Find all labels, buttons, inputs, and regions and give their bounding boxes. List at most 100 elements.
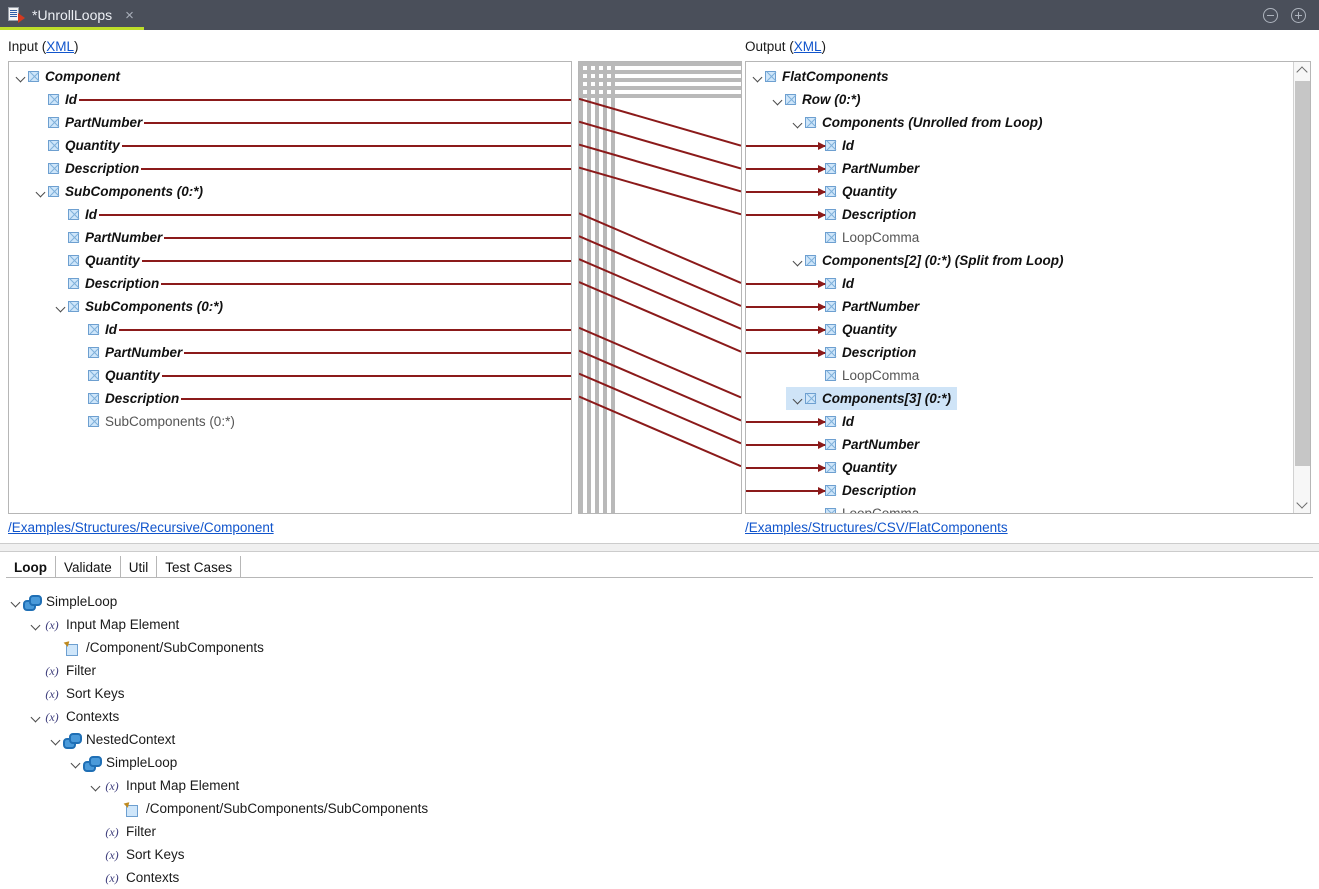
chevron-down-icon[interactable] [10, 590, 23, 613]
element-checkbox-icon[interactable] [825, 416, 836, 427]
chevron-down-icon[interactable] [55, 295, 68, 318]
output-tree-row[interactable]: LoopComma [746, 364, 919, 387]
element-checkbox-icon[interactable] [805, 255, 816, 266]
input-tree-row[interactable]: Component [9, 65, 120, 88]
element-checkbox-icon[interactable] [805, 393, 816, 404]
input-tree-row[interactable]: Quantity [9, 134, 120, 157]
input-tree-row[interactable]: Description [9, 387, 179, 410]
input-tree-row[interactable]: PartNumber [9, 341, 182, 364]
output-xml-link[interactable]: XML [793, 39, 822, 54]
element-checkbox-icon[interactable] [765, 71, 776, 82]
loop-tree-row[interactable]: SimpleLoop [0, 590, 117, 613]
input-tree-row[interactable]: SubComponents (0:*) [9, 295, 223, 318]
element-checkbox-icon[interactable] [825, 439, 836, 450]
element-checkbox-icon[interactable] [88, 393, 99, 404]
element-checkbox-icon[interactable] [48, 117, 59, 128]
element-checkbox-icon[interactable] [825, 140, 836, 151]
chevron-down-icon[interactable] [30, 705, 43, 728]
element-checkbox-icon[interactable] [825, 209, 836, 220]
loop-tree-row[interactable]: (x)Filter [0, 820, 156, 843]
input-tree-row[interactable]: Description [9, 157, 139, 180]
chevron-down-icon[interactable] [792, 111, 805, 134]
element-checkbox-icon[interactable] [825, 485, 836, 496]
mapping-canvas[interactable] [578, 61, 742, 514]
scroll-up-icon[interactable] [1294, 62, 1310, 79]
chevron-down-icon[interactable] [30, 613, 43, 636]
output-tree-row[interactable]: Components[2] (0:*) (Split from Loop) [746, 249, 1063, 272]
loop-tree-row[interactable]: (x)Sort Keys [0, 682, 124, 705]
output-tree-scrollbar[interactable] [1293, 62, 1310, 513]
output-tree-row[interactable]: PartNumber [746, 433, 919, 456]
element-checkbox-icon[interactable] [825, 301, 836, 312]
chevron-down-icon[interactable] [772, 88, 785, 111]
chevron-down-icon[interactable] [50, 728, 63, 751]
element-checkbox-icon[interactable] [805, 117, 816, 128]
output-tree-row[interactable]: Id [746, 134, 854, 157]
output-tree-row[interactable]: LoopComma [746, 502, 919, 513]
element-checkbox-icon[interactable] [825, 186, 836, 197]
chevron-down-icon[interactable] [792, 387, 805, 410]
element-checkbox-icon[interactable] [88, 416, 99, 427]
element-checkbox-icon[interactable] [825, 232, 836, 243]
output-tree-row[interactable]: PartNumber [746, 157, 919, 180]
element-checkbox-icon[interactable] [48, 94, 59, 105]
input-xml-link[interactable]: XML [46, 39, 75, 54]
tab-loop[interactable]: Loop [6, 556, 56, 578]
element-checkbox-icon[interactable] [825, 370, 836, 381]
output-tree-row[interactable]: Components (Unrolled from Loop) [746, 111, 1042, 134]
element-checkbox-icon[interactable] [68, 301, 79, 312]
loop-tree-row[interactable]: (x)Contexts [0, 866, 179, 889]
element-checkbox-icon[interactable] [88, 324, 99, 335]
maximize-icon[interactable] [1291, 7, 1306, 23]
input-tree-row[interactable]: PartNumber [9, 111, 142, 134]
input-tree-row[interactable]: SubComponents (0:*) [9, 410, 235, 433]
input-tree-row[interactable]: Id [9, 88, 77, 111]
loop-tree-row[interactable]: (x)Sort Keys [0, 843, 184, 866]
document-tab-unrollloops[interactable]: *UnrollLoops × [0, 0, 144, 30]
element-checkbox-icon[interactable] [68, 255, 79, 266]
minimize-icon[interactable] [1263, 7, 1278, 23]
chevron-down-icon[interactable] [15, 65, 28, 88]
element-checkbox-icon[interactable] [68, 232, 79, 243]
element-checkbox-icon[interactable] [68, 209, 79, 220]
element-checkbox-icon[interactable] [68, 278, 79, 289]
loop-tree-row[interactable]: /Component/SubComponents/SubComponents [0, 797, 428, 820]
tab-validate[interactable]: Validate [56, 556, 121, 578]
input-tree-row[interactable]: SubComponents (0:*) [9, 180, 203, 203]
input-tree-row[interactable]: PartNumber [9, 226, 162, 249]
chevron-down-icon[interactable] [35, 180, 48, 203]
loop-tree-row[interactable]: (x)Input Map Element [0, 613, 179, 636]
chevron-down-icon[interactable] [752, 65, 765, 88]
loop-tree-row[interactable]: (x)Input Map Element [0, 774, 239, 797]
output-tree-row[interactable]: Description [746, 479, 916, 502]
input-structure-path-link[interactable]: /Examples/Structures/Recursive/Component [8, 520, 274, 535]
close-icon[interactable]: × [125, 6, 134, 24]
output-structure-path-link[interactable]: /Examples/Structures/CSV/FlatComponents [745, 520, 1008, 535]
element-checkbox-icon[interactable] [48, 140, 59, 151]
element-checkbox-icon[interactable] [825, 347, 836, 358]
output-tree-row[interactable]: LoopComma [746, 226, 919, 249]
scrollbar-thumb[interactable] [1295, 81, 1310, 466]
loop-tree-row[interactable]: NestedContext [0, 728, 175, 751]
input-tree-row[interactable]: Quantity [9, 364, 160, 387]
input-tree-row[interactable]: Id [9, 203, 97, 226]
loop-tree-row[interactable]: SimpleLoop [0, 751, 177, 774]
element-checkbox-icon[interactable] [825, 278, 836, 289]
loop-tree-row[interactable]: /Component/SubComponents [0, 636, 264, 659]
element-checkbox-icon[interactable] [785, 94, 796, 105]
tab-util[interactable]: Util [121, 556, 158, 578]
input-tree-row[interactable]: Description [9, 272, 159, 295]
tab-test-cases[interactable]: Test Cases [157, 556, 242, 578]
loop-tree-row[interactable]: (x)Filter [0, 659, 96, 682]
element-checkbox-icon[interactable] [825, 324, 836, 335]
chevron-down-icon[interactable] [90, 774, 103, 797]
chevron-down-icon[interactable] [70, 751, 83, 774]
element-checkbox-icon[interactable] [88, 347, 99, 358]
element-checkbox-icon[interactable] [48, 186, 59, 197]
input-tree-row[interactable]: Quantity [9, 249, 140, 272]
output-tree-row[interactable]: Row (0:*) [746, 88, 861, 111]
element-checkbox-icon[interactable] [825, 462, 836, 473]
horizontal-splitter[interactable] [0, 543, 1319, 552]
